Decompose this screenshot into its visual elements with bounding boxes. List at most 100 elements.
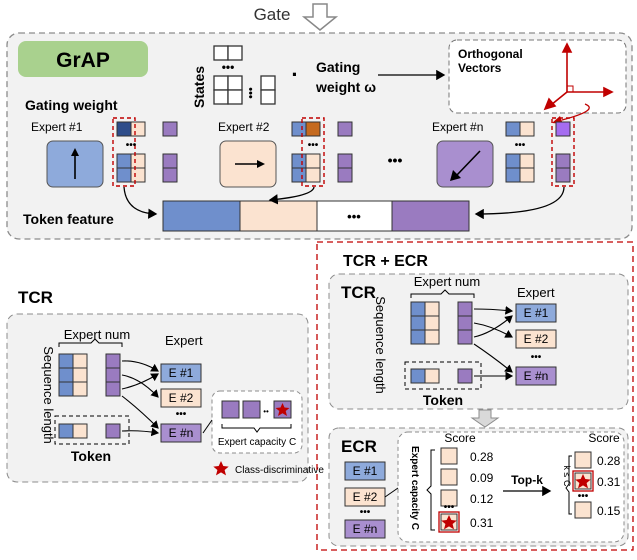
ecr-link	[384, 487, 399, 498]
expert-n-highlight	[551, 117, 575, 187]
tcr-left-capacity-label: Expert capacity C	[218, 437, 296, 448]
grap-badge-bg	[18, 41, 148, 77]
tcr-right-token-label: Token	[423, 392, 463, 408]
tcr-left-experts	[160, 363, 202, 443]
tcr-ecr-title: TCR + ECR	[343, 253, 428, 270]
ecr-k-brace	[565, 455, 572, 515]
expert-2-ellipsis: •••	[308, 140, 319, 151]
tcr-right-sequence-length: Sequence length	[373, 296, 388, 394]
tcr-left-en: E #n	[169, 426, 194, 440]
gating-weight-line2: weight ω	[315, 79, 376, 95]
arrow-up-icon	[71, 148, 79, 179]
ecr-score-label-right: Score	[588, 431, 620, 445]
star-icon	[275, 403, 290, 416]
gate-arrow-icon	[301, 3, 339, 31]
tcr-right-en: E #n	[524, 369, 549, 383]
feature-arrow-n	[474, 186, 565, 220]
states-ellipsis-col: •••	[244, 87, 256, 99]
grap-badge: GrAP	[56, 49, 110, 72]
gating-weight-line1: Gating	[316, 59, 360, 75]
ecr-score-1: 0.28	[470, 450, 494, 464]
ecr-k-label: k ≤ C	[562, 466, 572, 487]
tcr-left-experts-ellipsis: •••	[176, 409, 187, 420]
tcr-left-capacity-brace	[221, 424, 292, 433]
tcr-right-routing-arrows	[473, 305, 514, 381]
tcr-left-title: TCR	[18, 288, 53, 307]
ecr-right-highlight-cell	[572, 470, 594, 492]
ecr-highlight-cell	[438, 511, 460, 533]
expert-1-highlight	[112, 117, 136, 187]
tcr-left-brace	[58, 338, 123, 347]
expert-1-ellipsis: •••	[126, 140, 137, 151]
expert-n-weights	[505, 121, 571, 183]
tcr-left-capacity-ellipsis: ••	[263, 407, 269, 416]
tcr-right-token-box	[404, 361, 482, 390]
legend-label: Class-discriminative	[235, 465, 324, 476]
arrow-down-left-icon	[450, 150, 481, 181]
orthogonal-axes-icon	[543, 42, 614, 111]
feature-arrow-1	[123, 186, 158, 219]
expert-1-weights	[116, 121, 178, 183]
tcr-right-e2: E #2	[524, 332, 549, 346]
expert-n-tile	[436, 140, 494, 188]
expert-n-label: Expert #n	[432, 120, 483, 134]
tcr-left-sequence-length: Sequence length	[41, 346, 56, 444]
tcr-left-expert-label: Expert	[165, 333, 203, 348]
arrow-right-icon	[235, 160, 265, 168]
ecr-capacity-label: Expert capacity C	[409, 446, 420, 530]
tcr-right-expert-num: Expert num	[414, 274, 480, 289]
token-feature-ellipsis: •••	[347, 209, 361, 224]
experts-ellipsis: •••	[388, 152, 403, 168]
orthogonal-vectors-line2: Vectors	[458, 61, 502, 75]
tcr-right-experts-ellipsis: •••	[531, 352, 542, 363]
ecr-score-4: 0.31	[470, 516, 494, 530]
ecr-en: E #n	[353, 522, 378, 536]
tcr-left-token-box	[54, 415, 130, 445]
tcr-left-routing-arrows	[121, 360, 160, 437]
tcr-left-expert-num: Expert num	[64, 327, 130, 342]
tcr-left-token-label: Token	[71, 448, 111, 464]
ecr-score-2: 0.09	[470, 471, 494, 485]
tcr-to-ecr-arrow-icon	[470, 409, 500, 428]
expert-n-ellipsis: •••	[515, 140, 526, 151]
expert-2-label: Expert #2	[218, 120, 270, 134]
ecr-experts	[344, 461, 386, 539]
tcr-right-expert-label: Expert	[517, 285, 555, 300]
tcr-left-matrix	[58, 353, 121, 439]
ecr-e1: E #1	[353, 464, 378, 478]
tcr-right-matrix	[410, 301, 473, 384]
ecr-title: ECR	[341, 437, 377, 456]
ecr-right-score-2: 0.31	[597, 475, 621, 489]
gate-label: Gate	[254, 5, 291, 24]
ecr-score-label-left: Score	[444, 431, 476, 445]
ecr-left-ellipsis: •••	[444, 502, 455, 513]
tcr-left-e1: E #1	[169, 366, 194, 380]
ecr-right-score-1: 0.28	[597, 454, 621, 468]
ecr-right-star-icon	[575, 474, 591, 489]
ecr-score-3: 0.12	[470, 492, 494, 506]
ecr-e2: E #2	[353, 490, 378, 504]
orthogonal-vectors-line1: Orthogonal	[458, 47, 523, 61]
tcr-ecr-frame	[316, 241, 634, 551]
legend-star-icon	[213, 461, 229, 476]
ecr-star-icon	[441, 515, 457, 530]
feature-arrow-2	[268, 186, 315, 205]
dot-operator: ·	[291, 62, 298, 87]
ecr-right-score-3: 0.15	[597, 504, 621, 518]
tcr-left-e2: E #2	[169, 391, 194, 405]
gating-weight-title: Gating weight	[25, 97, 118, 113]
token-feature-bar	[162, 200, 470, 232]
token-feature-label: Token feature	[23, 211, 114, 227]
states-matrix	[213, 45, 276, 105]
ecr-topk-label: Top-k	[511, 473, 543, 487]
ecr-right-ellipsis: •••	[578, 491, 589, 502]
tcr-right-experts	[515, 303, 557, 386]
orthogonal-box	[448, 39, 627, 114]
expert-2-highlight	[301, 117, 325, 187]
tcr-right-title: TCR	[341, 283, 376, 302]
states-label: States	[191, 66, 207, 108]
ecr-capacity-brace	[426, 449, 435, 531]
tcr-right-e1: E #1	[524, 306, 549, 320]
